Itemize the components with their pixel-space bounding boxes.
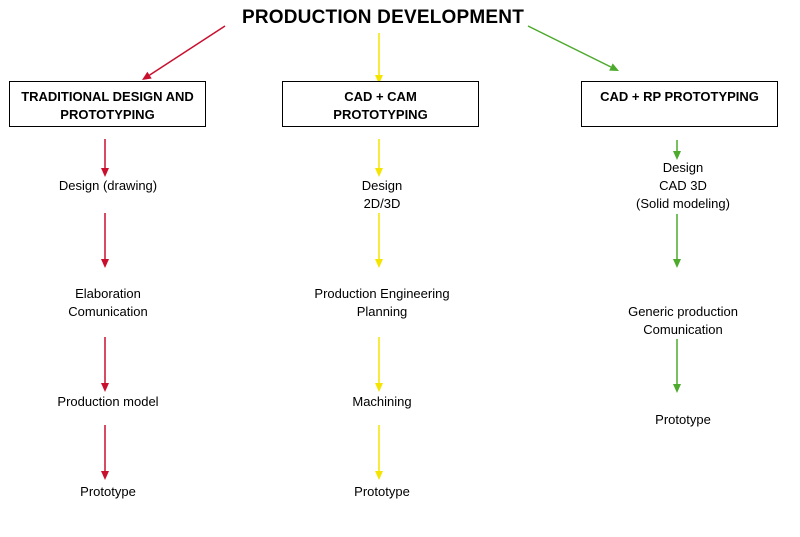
heading-cad-rp: CAD + RP PROTOTYPING	[581, 81, 778, 127]
step-line: CAD 3D	[659, 178, 707, 193]
step-line: Elaboration	[75, 286, 141, 301]
step-prototype: Prototype	[8, 483, 208, 501]
step-elaboration: Elaboration Comunication	[8, 285, 208, 321]
step-line: Design (drawing)	[58, 178, 158, 193]
step-design-2d3d: Design 2D/3D	[282, 177, 482, 213]
arrow-traditional-step	[101, 425, 109, 480]
step-production-engineering: Production Engineering Planning	[282, 285, 482, 321]
arrow-traditional-step	[101, 213, 109, 268]
heading-cad-cam: CAD + CAM PROTOTYPING	[282, 81, 479, 127]
step-line: Prototype	[80, 484, 136, 499]
heading-line: PROTOTYPING	[333, 107, 428, 122]
step-machining: Machining	[282, 393, 482, 411]
arrow-traditional-step	[101, 337, 109, 392]
step-line: Prototype	[655, 412, 711, 427]
diagram-title: PRODUCTION DEVELOPMENT	[241, 7, 525, 28]
step-line: Comunication	[643, 322, 723, 337]
step-line: Comunication	[68, 304, 148, 319]
heading-line: CAD + RP PROTOTYPING	[600, 89, 759, 104]
step-line: Generic production	[628, 304, 738, 319]
step-line: (Solid modeling)	[636, 196, 730, 211]
step-generic-production: Generic production Comunication	[583, 303, 783, 339]
step-line: Production Engineering	[314, 286, 450, 301]
arrow-cad-cam-step	[375, 213, 383, 268]
step-line: Planning	[356, 304, 408, 319]
arrow-cad-cam-step	[375, 337, 383, 392]
step-line: Prototype	[354, 484, 410, 499]
heading-line: PROTOTYPING	[60, 107, 155, 122]
heading-traditional: TRADITIONAL DESIGN AND PROTOTYPING	[9, 81, 206, 127]
arrow-cad-cam-step	[375, 425, 383, 480]
arrow-title-to-cad-cam	[375, 33, 383, 84]
step-line: Machining	[352, 394, 412, 409]
step-prototype: Prototype	[583, 411, 783, 429]
step-prototype: Prototype	[282, 483, 482, 501]
step-line: Design	[662, 160, 704, 175]
arrow-title-to-traditional	[142, 25, 226, 80]
step-production-model: Production model	[8, 393, 208, 411]
heading-line: TRADITIONAL DESIGN AND	[21, 89, 194, 104]
arrow-title-to-cad-rp	[527, 25, 619, 71]
step-line: 2D/3D	[363, 196, 401, 211]
arrow-cad-rp-step	[673, 140, 681, 160]
step-line: Design	[361, 178, 403, 193]
step-design-cad3d: Design CAD 3D (Solid modeling)	[583, 159, 783, 213]
arrow-cad-rp-step	[673, 339, 681, 393]
step-design-drawing: Design (drawing)	[8, 177, 208, 195]
arrow-cad-rp-step	[673, 214, 681, 268]
heading-line: CAD + CAM	[344, 89, 417, 104]
arrow-traditional-step	[101, 139, 109, 177]
arrow-cad-cam-step	[375, 139, 383, 177]
step-line: Production model	[57, 394, 159, 409]
